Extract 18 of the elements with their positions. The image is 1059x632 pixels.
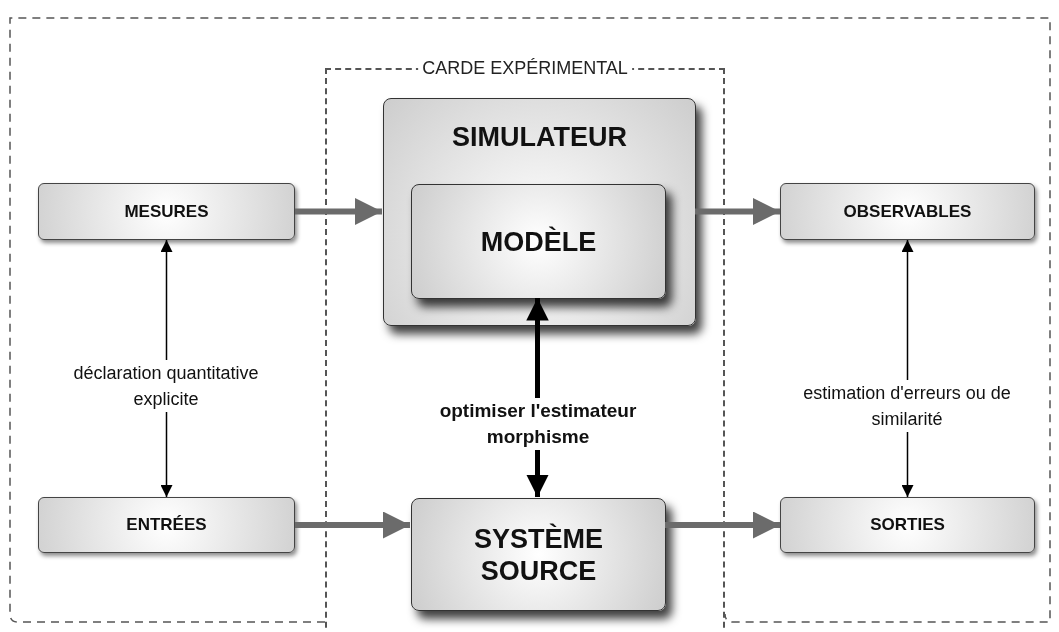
arrow <box>295 198 382 225</box>
process-box <box>411 184 666 299</box>
process-box <box>780 183 1035 240</box>
process-box <box>38 497 295 553</box>
process-box <box>780 497 1035 553</box>
process-box <box>383 98 696 326</box>
box-label: SYSTÈME SOURCE <box>473 522 604 587</box>
box-label: SORTIES <box>870 515 945 535</box>
arrow <box>695 198 780 225</box>
arrow <box>295 511 410 539</box>
box-label: MODÈLE <box>480 225 597 258</box>
process-box <box>38 183 295 240</box>
box-label: ENTRÉES <box>126 515 207 535</box>
arrow <box>665 511 780 539</box>
box-label: OBSERVABLES <box>843 201 972 222</box>
process-box <box>411 498 666 611</box>
box-label: MESURES <box>124 201 209 222</box>
box-title: SIMULATEUR <box>451 121 628 153</box>
